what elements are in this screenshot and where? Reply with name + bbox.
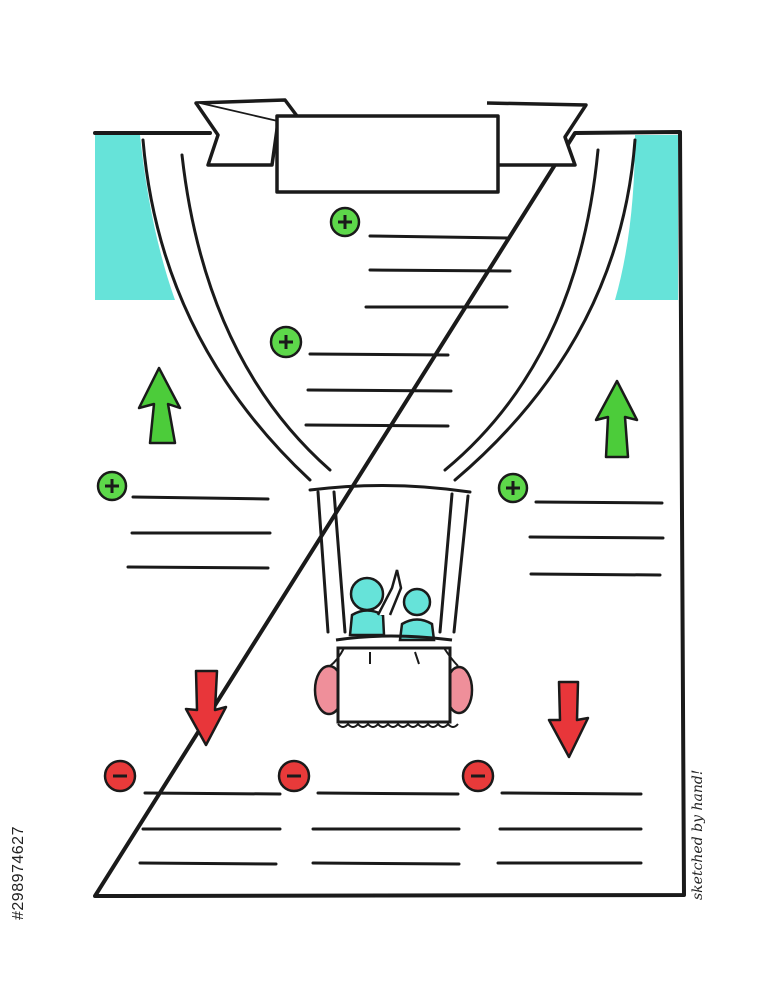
text-line — [313, 863, 459, 864]
text-line — [370, 236, 508, 238]
text-line — [531, 574, 660, 575]
text-line — [530, 537, 663, 538]
basket — [338, 648, 450, 722]
arrow-down-icon — [186, 671, 226, 745]
ribbon-banner-icon — [196, 100, 586, 192]
sky-left — [95, 135, 175, 300]
text-line — [318, 793, 458, 794]
plus-circle-icon — [271, 327, 301, 357]
page-frame — [95, 132, 684, 896]
text-line — [306, 425, 448, 426]
passengers — [350, 570, 434, 640]
text-line — [310, 354, 448, 355]
text-line — [370, 270, 510, 271]
signature-text: sketched by hand! — [690, 760, 720, 900]
text-line — [308, 390, 451, 391]
text-line — [140, 863, 276, 864]
plus-circle-icon — [499, 474, 527, 502]
arrow-up-icon — [596, 381, 637, 457]
text-line — [128, 567, 268, 568]
text-line — [536, 502, 662, 503]
text-line — [502, 793, 641, 794]
basket-rail — [336, 636, 452, 640]
up-arrows — [139, 368, 637, 457]
plus-circle-icon — [331, 208, 359, 236]
basket-scallop — [338, 724, 458, 727]
text-line — [133, 497, 268, 499]
text-lines — [128, 236, 663, 864]
stock-id-text: #298974627 — [10, 760, 30, 920]
arrow-down-icon — [549, 682, 588, 757]
minus-circle-icon — [463, 761, 493, 791]
arrow-up-icon — [139, 368, 180, 443]
minus-circle-icon — [105, 761, 135, 791]
plus-circle-icon — [98, 472, 126, 500]
minus-circle-icon — [279, 761, 309, 791]
text-line — [145, 793, 280, 794]
hot-air-balloon-icon — [310, 485, 472, 727]
